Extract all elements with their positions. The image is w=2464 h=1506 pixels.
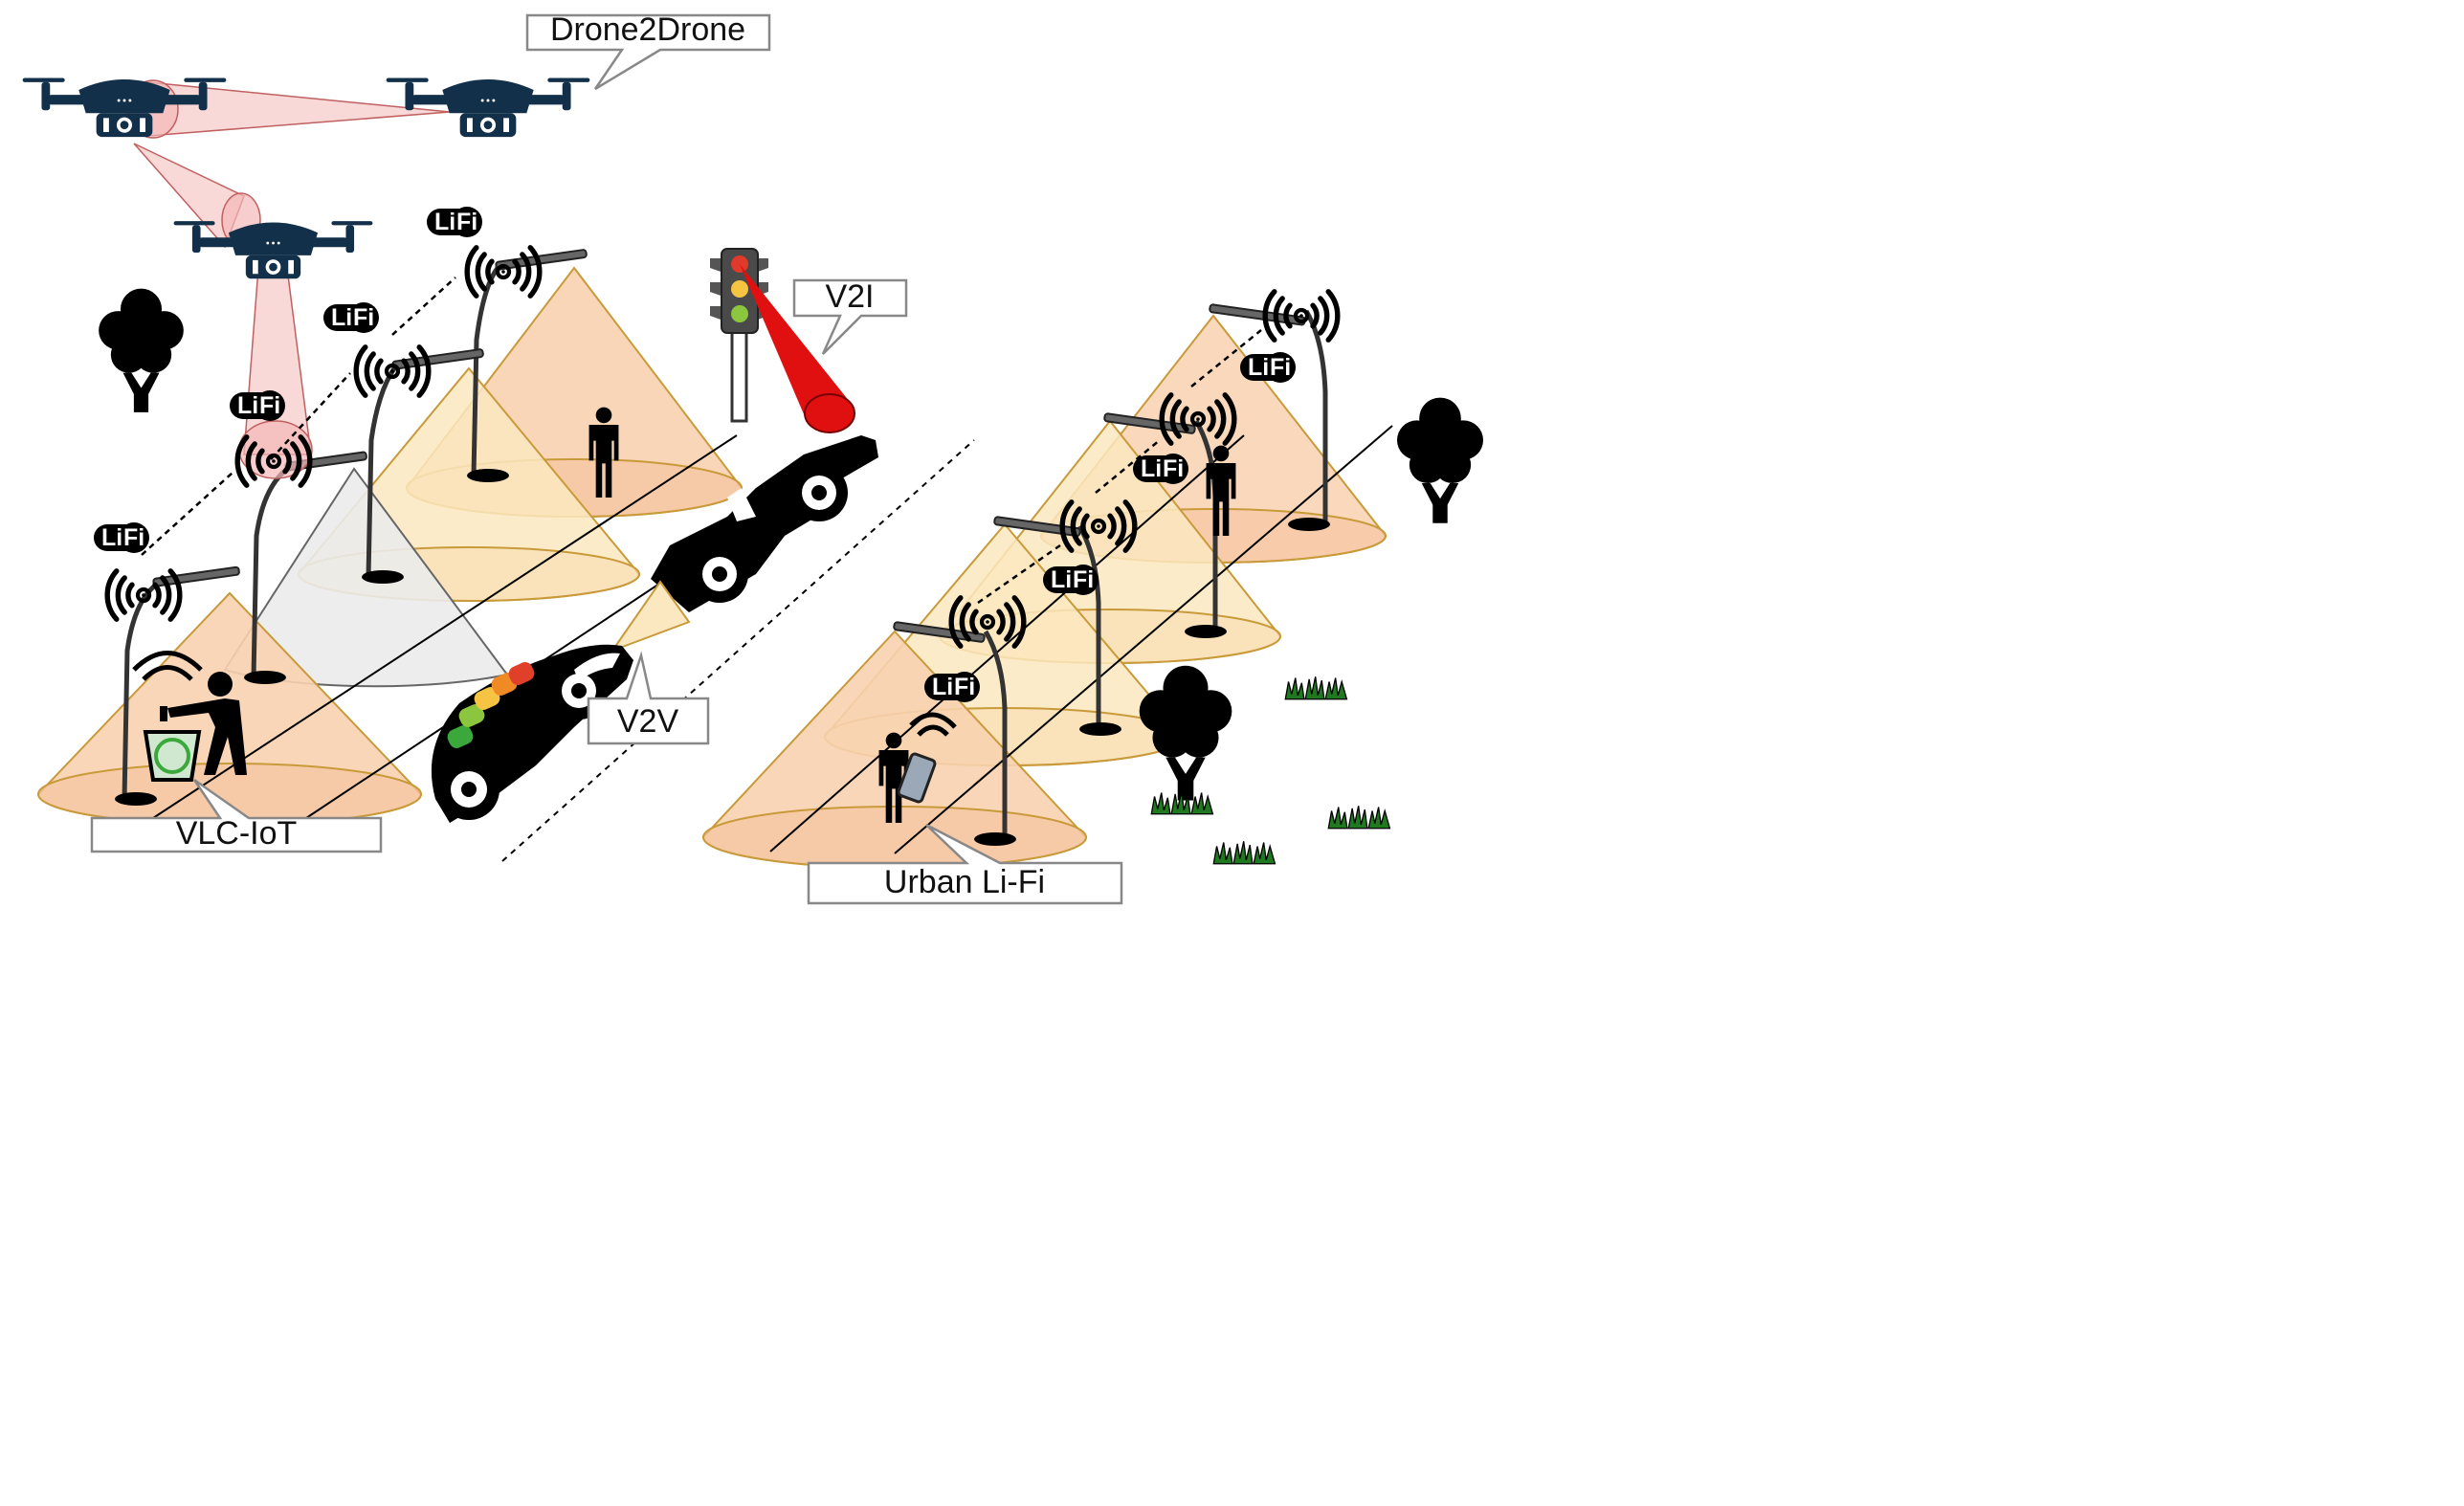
svg-text:Fi: Fi: [1073, 566, 1094, 593]
svg-text:Fi: Fi: [259, 392, 280, 419]
lifi-badge: Li Fi: [924, 672, 980, 702]
callout-v2v: V2V: [587, 651, 710, 745]
lifi-badge: Li Fi: [230, 390, 285, 421]
svg-text:V2I: V2I: [825, 278, 874, 315]
callout-vlc-iot: VLC-IoT: [90, 778, 383, 853]
drone-icon: [173, 221, 373, 279]
svg-text:V2V: V2V: [617, 703, 679, 740]
drone-icon: [386, 78, 590, 138]
grass-icon: [1150, 790, 1214, 815]
recycle-bin-icon: [132, 651, 203, 782]
v2i-beam: [740, 264, 855, 433]
grass-icon: [1327, 805, 1391, 830]
v2v-beam: [610, 580, 691, 653]
lamp-bases: [115, 469, 1330, 846]
svg-text:Fi: Fi: [1163, 455, 1184, 482]
tree-icon: [1139, 665, 1232, 801]
svg-text:Li: Li: [101, 524, 122, 551]
svg-text:Li: Li: [1248, 354, 1269, 381]
svg-text:Urban Li-Fi: Urban Li-Fi: [884, 864, 1045, 900]
tree-icon: [1397, 397, 1483, 523]
lifi-badge: Li Fi: [94, 522, 149, 553]
svg-text:Fi: Fi: [1270, 354, 1291, 381]
car-icon: [431, 644, 633, 823]
callout-drone2drone: Drone2Drone: [525, 11, 771, 91]
tree-icon: [99, 288, 184, 412]
svg-text:Li: Li: [1051, 566, 1072, 593]
svg-text:Li: Li: [434, 209, 455, 235]
svg-text:Li: Li: [1141, 455, 1162, 482]
person-icon: [167, 672, 247, 775]
svg-text:VLC-IoT: VLC-IoT: [176, 815, 298, 852]
car-icon: [651, 435, 878, 612]
lifi-badge: Li Fi: [1240, 352, 1296, 383]
drone-beams: [127, 79, 451, 479]
lifi-links: [141, 277, 1262, 605]
wireless-signal-icon: [1265, 292, 1338, 340]
lifi-badge: Li Fi: [323, 302, 379, 333]
svg-text:Fi: Fi: [353, 304, 374, 331]
svg-text:Li: Li: [331, 304, 352, 331]
grass-icon: [1212, 840, 1276, 865]
callout-urban-lifi: Urban Li-Fi: [807, 823, 1123, 905]
wireless-signal-icon: [356, 347, 429, 395]
svg-text:Li: Li: [237, 392, 258, 419]
grass-icon: [1284, 675, 1348, 700]
svg-text:Fi: Fi: [123, 524, 144, 551]
callout-v2i: V2I: [792, 278, 908, 355]
battery-indicator: [447, 662, 535, 748]
svg-text:Drone2Drone: Drone2Drone: [550, 11, 745, 48]
wireless-signal-icon: [467, 248, 540, 296]
lifi-badge: Li Fi: [1043, 565, 1099, 595]
lifi-badge: Li Fi: [427, 207, 482, 237]
lifi-badge: Li Fi: [1133, 454, 1188, 484]
svg-text:Fi: Fi: [456, 209, 477, 235]
traffic-light-icon: [710, 248, 768, 423]
svg-text:Li: Li: [932, 674, 953, 700]
phone-icon: [897, 712, 957, 804]
svg-text:Fi: Fi: [954, 674, 975, 700]
